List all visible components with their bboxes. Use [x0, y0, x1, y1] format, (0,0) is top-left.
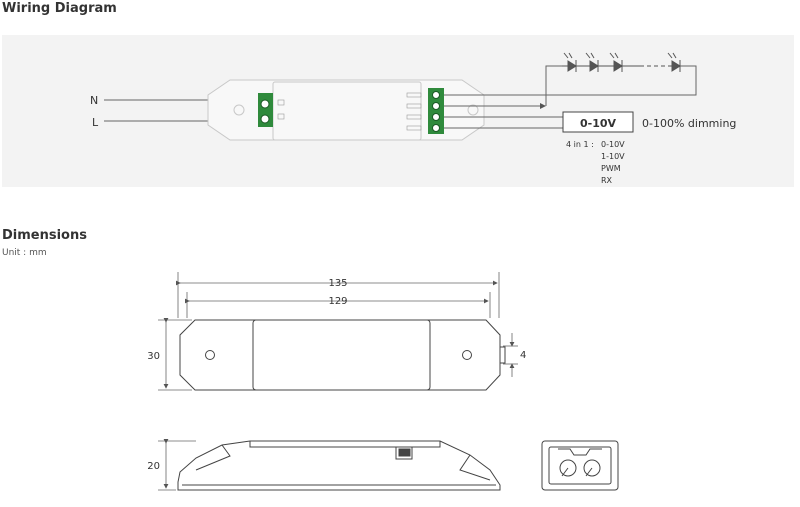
top-view-drawing — [179, 319, 506, 391]
wiring-diagram: N L — [90, 52, 736, 185]
wiring-diagram-title: Wiring Diagram — [2, 1, 117, 16]
dim-height: 20 — [147, 461, 160, 472]
mode-3: RX — [601, 176, 613, 185]
dim-hole: 4 — [520, 350, 526, 361]
led-string — [562, 52, 681, 72]
led-1-icon — [563, 52, 577, 72]
mode-1: 1-10V — [601, 152, 625, 161]
input-l-label: L — [92, 116, 99, 129]
side-view-drawing — [177, 440, 501, 491]
mode-2: PWM — [601, 164, 621, 173]
dimension-lines — [158, 272, 518, 391]
dim-mount-length: 129 — [328, 296, 347, 307]
mode-prefix: 4 in 1 : — [566, 140, 594, 149]
led-3-icon — [609, 52, 623, 72]
input-terminal-block — [258, 93, 285, 127]
dimming-label: 0-100% dimming — [642, 117, 736, 130]
led-4-icon — [667, 52, 681, 72]
end-view-drawing — [541, 440, 619, 491]
driver-outline — [207, 79, 485, 141]
dim-width: 30 — [147, 351, 160, 362]
dimensions-title: Dimensions — [2, 228, 87, 243]
height-dimension — [158, 439, 196, 491]
control-box — [562, 111, 634, 133]
mode-0: 0-10V — [601, 140, 625, 149]
unit-label: Unit : mm — [2, 248, 47, 258]
dim-overall-length: 135 — [328, 278, 347, 289]
input-n-label: N — [90, 94, 98, 107]
control-box-label: 0-10V — [580, 117, 617, 130]
led-2-icon — [585, 52, 599, 72]
output-terminal-block — [406, 88, 444, 134]
wire-led-plus — [444, 65, 697, 96]
wire-led-return — [545, 65, 562, 106]
